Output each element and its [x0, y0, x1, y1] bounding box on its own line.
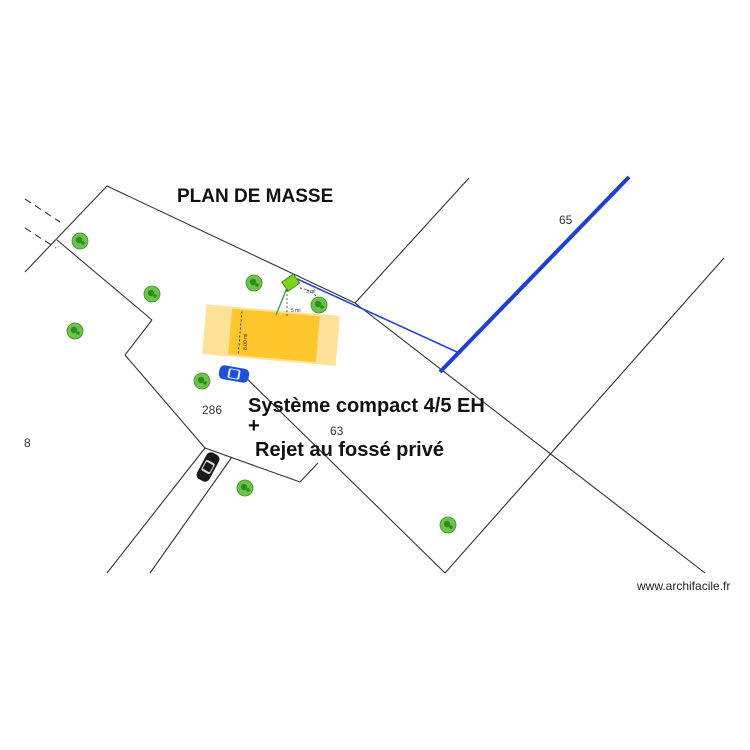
house-footprint	[228, 308, 320, 363]
tree-icon	[66, 322, 84, 340]
tree-icon	[439, 516, 457, 534]
tree-icon	[310, 296, 328, 314]
distance-label-a: 5 ml	[291, 308, 300, 314]
tree-icon	[245, 274, 263, 292]
plan-title: PLAN DE MASSE	[177, 186, 333, 207]
parcel-label-63: 63	[330, 424, 344, 438]
evacuation-route	[294, 175, 631, 374]
house-dimension-line	[237, 311, 243, 354]
tree-icon	[71, 232, 89, 250]
parcel-label-286: 286	[202, 403, 222, 417]
car-icon	[218, 365, 250, 383]
house	[202, 304, 340, 366]
septic-tank-icon	[281, 273, 301, 292]
system-label: Système compact 4/5 EH	[248, 395, 485, 417]
tree-icon	[236, 479, 254, 497]
discharge-label: Rejet au fossé privé	[255, 439, 444, 461]
parcel-boundaries	[24, 177, 725, 574]
parcel-label-8: 8	[24, 436, 31, 450]
distance-label-b: 3 ml	[306, 289, 315, 295]
parcel-label-65: 65	[559, 213, 573, 227]
tree-icon	[143, 285, 161, 303]
house-width-label: 8.00 ml	[243, 334, 249, 350]
plus-sign: +	[248, 415, 260, 437]
tree-icon	[193, 372, 211, 390]
car-icon	[196, 452, 220, 482]
credit-link[interactable]: www.archifacile.fr	[636, 579, 730, 593]
